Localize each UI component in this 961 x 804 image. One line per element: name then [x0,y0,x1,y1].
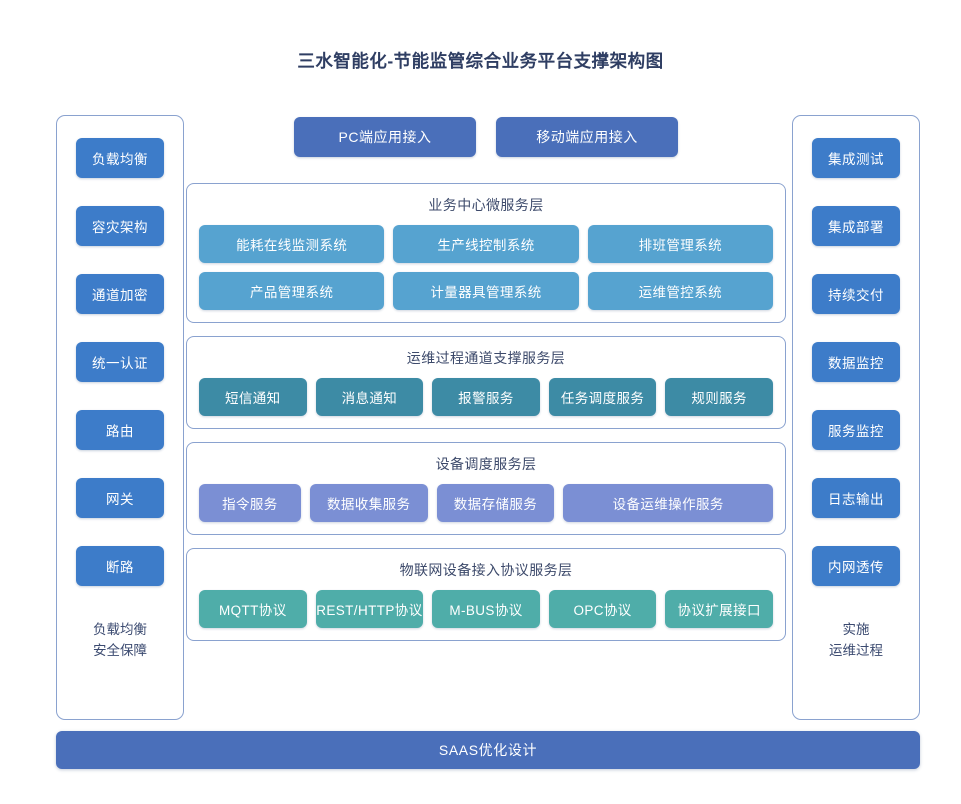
right-panel-footer-line1: 实施 [842,622,870,637]
sidebar-item-unified-auth[interactable]: 统一认证 [76,342,164,382]
left-panel-footer-line2: 安全保障 [93,642,147,658]
chip-message-notification[interactable]: 消息通知 [315,378,424,416]
chip-data-storage-service[interactable]: 数据存储服务 [436,484,555,522]
chip-device-ops-operation-service[interactable]: 设备运维操作服务 [563,484,773,522]
sidebar-item-intranet-passthrough[interactable]: 内网透传 [812,546,900,586]
sidebar-item-integration-deployment[interactable]: 集成部署 [812,206,900,246]
layer-title-business: 业务中心微服务层 [428,197,544,213]
chip-protocol-extension-interface[interactable]: 协议扩展接口 [665,590,773,628]
right-panel-footer: 实施 运维过程 [829,620,883,662]
chip-opc-protocol[interactable]: OPC协议 [548,590,657,628]
right-panel-footer-line2: 运维过程 [829,642,883,658]
sidebar-item-log-output[interactable]: 日志输出 [812,478,900,518]
business-center-microservice-layer: 业务中心微服务层 能耗在线监测系统 生产线控制系统 排班管理系统 产品管理系统 … [186,183,786,323]
sidebar-item-data-monitoring[interactable]: 数据监控 [812,342,900,382]
chip-shift-management-system[interactable]: 排班管理系统 [587,225,773,263]
center-stack: PC端应用接入 移动端应用接入 业务中心微服务层 能耗在线监测系统 生产线控制系… [186,115,786,720]
chip-energy-monitoring-system[interactable]: 能耗在线监测系统 [199,225,385,263]
chip-mqtt-protocol[interactable]: MQTT协议 [199,590,307,628]
left-panel-footer: 负载均衡 安全保障 [93,620,147,662]
sidebar-item-service-monitoring[interactable]: 服务监控 [812,410,900,450]
application-access-row: PC端应用接入 移动端应用接入 [186,117,786,157]
chip-product-management-system[interactable]: 产品管理系统 [199,272,385,310]
sidebar-item-disaster-recovery[interactable]: 容灾架构 [76,206,164,246]
chip-task-scheduling-service[interactable]: 任务调度服务 [548,378,657,416]
sidebar-item-routing[interactable]: 路由 [76,410,164,450]
left-panel-footer-line1: 负载均衡 [93,622,147,637]
chip-operations-control-system[interactable]: 运维管控系统 [587,272,773,310]
chip-sms-notification[interactable]: 短信通知 [199,378,307,416]
chip-production-line-control-system[interactable]: 生产线控制系统 [393,225,579,263]
mobile-application-access-button[interactable]: 移动端应用接入 [496,117,678,157]
chip-rest-http-protocol[interactable]: REST/HTTP协议 [315,590,424,628]
sidebar-item-circuit-breaker[interactable]: 断路 [76,546,164,586]
chip-alarm-service[interactable]: 报警服务 [432,378,540,416]
chip-mbus-protocol[interactable]: M-BUS协议 [432,590,540,628]
chip-rule-service[interactable]: 规则服务 [665,378,773,416]
chip-metering-instrument-management-system[interactable]: 计量器具管理系统 [393,272,579,310]
sidebar-item-load-balance[interactable]: 负载均衡 [76,138,164,178]
device-layer-row-1: 指令服务 数据收集服务 数据存储服务 设备运维操作服务 [199,484,773,522]
ops-layer-row-1: 短信通知 消息通知 报警服务 任务调度服务 规则服务 [199,378,773,416]
chip-data-collection-service[interactable]: 数据收集服务 [309,484,428,522]
iot-layer-row-1: MQTT协议 REST/HTTP协议 M-BUS协议 OPC协议 协议扩展接口 [199,590,773,628]
sidebar-item-gateway[interactable]: 网关 [76,478,164,518]
right-capability-panel: 集成测试 集成部署 持续交付 数据监控 服务监控 日志输出 内网透传 实施 运维… [792,115,920,720]
business-layer-row-1: 能耗在线监测系统 生产线控制系统 排班管理系统 [199,225,773,263]
layer-title-device: 设备调度服务层 [435,456,537,472]
sidebar-item-channel-encryption[interactable]: 通道加密 [76,274,164,314]
sidebar-item-continuous-delivery[interactable]: 持续交付 [812,274,900,314]
pc-application-access-button[interactable]: PC端应用接入 [294,117,476,157]
layer-title-iot: 物联网设备接入协议服务层 [399,562,573,578]
iot-protocol-service-layer: 物联网设备接入协议服务层 MQTT协议 REST/HTTP协议 M-BUS协议 … [186,548,786,641]
ops-channel-support-service-layer: 运维过程通道支撑服务层 短信通知 消息通知 报警服务 任务调度服务 规则服务 [186,336,786,429]
chip-command-service[interactable]: 指令服务 [199,484,301,522]
sidebar-item-integration-testing[interactable]: 集成测试 [812,138,900,178]
saas-optimization-bar[interactable]: SAAS优化设计 [56,731,920,769]
left-capability-panel: 负载均衡 容灾架构 通道加密 统一认证 路由 网关 断路 负载均衡 安全保障 [56,115,184,720]
layer-title-ops: 运维过程通道支撑服务层 [406,350,566,366]
device-scheduling-service-layer: 设备调度服务层 指令服务 数据收集服务 数据存储服务 设备运维操作服务 [186,442,786,535]
page-title: 三水智能化-节能监管综合业务平台支撑架构图 [297,51,664,71]
business-layer-row-2: 产品管理系统 计量器具管理系统 运维管控系统 [199,272,773,310]
